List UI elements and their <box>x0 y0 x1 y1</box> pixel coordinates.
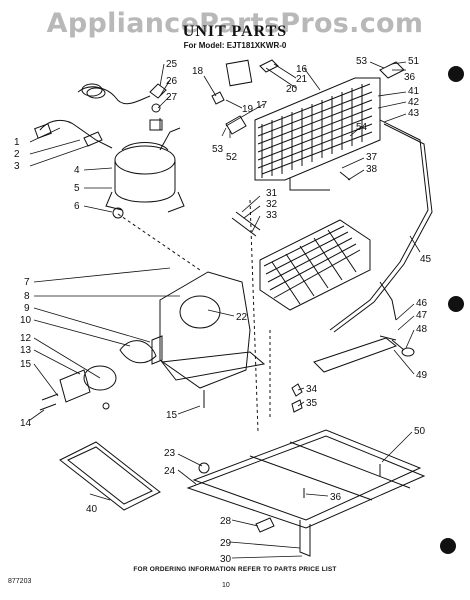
callout-45: 45 <box>420 254 432 265</box>
callout-17: 17 <box>256 100 268 111</box>
callout-48: 48 <box>416 324 428 335</box>
callout-52: 52 <box>226 152 238 163</box>
relay-drawing <box>149 83 167 130</box>
callout-3: 3 <box>14 161 20 172</box>
fan-motor-drawing <box>39 340 157 411</box>
callout-18: 18 <box>192 66 204 77</box>
callout-53-right: 53 <box>356 56 368 67</box>
callout-37: 37 <box>366 152 378 163</box>
callout-25: 25 <box>166 59 178 70</box>
callout-49: 49 <box>416 370 428 381</box>
callout-41: 41 <box>408 86 420 97</box>
tubing-drawing <box>329 119 433 333</box>
callout-9: 9 <box>24 303 30 314</box>
callout-54: 54 <box>356 122 368 133</box>
binder-hole-bottom <box>440 538 456 554</box>
callout-23: 23 <box>164 448 176 459</box>
drain-tube-drawing <box>313 335 415 373</box>
callout-13: 13 <box>20 345 32 356</box>
binder-hole-middle <box>448 296 464 312</box>
callout-30: 30 <box>220 554 232 565</box>
callout-1: 1 <box>14 137 20 148</box>
callout-16: 16 <box>296 64 308 75</box>
callout-21: 21 <box>296 74 308 85</box>
callout-50: 50 <box>414 426 426 437</box>
callout-47: 47 <box>416 310 428 321</box>
model-line: For Model: EJT181XKWR-0 <box>183 41 287 50</box>
callout-31: 31 <box>266 188 278 199</box>
callout-15-fan: 15 <box>20 359 32 370</box>
callout-46: 46 <box>416 298 428 309</box>
callout-33: 33 <box>266 210 278 221</box>
callout-32: 32 <box>266 199 278 210</box>
binder-hole-top <box>448 66 464 82</box>
page-number: 10 <box>222 582 230 589</box>
base-frame-drawing <box>186 383 426 557</box>
callout-35: 35 <box>306 398 318 409</box>
drain-pan-drawing <box>59 441 161 511</box>
callout-36-top: 36 <box>404 72 416 83</box>
assembly-lines <box>117 199 271 433</box>
callout-42: 42 <box>408 97 420 108</box>
callout-40: 40 <box>86 504 98 515</box>
compressor-drawing <box>105 119 185 219</box>
fan-shroud-drawing <box>151 271 266 408</box>
callout-27: 27 <box>166 92 178 103</box>
evaporator-coil-drawing <box>231 211 397 321</box>
callout-6: 6 <box>74 201 80 212</box>
callout-19: 19 <box>242 104 254 115</box>
callout-4: 4 <box>74 165 80 176</box>
callout-53-left: 53 <box>212 144 224 155</box>
callout-2: 2 <box>14 149 20 160</box>
callout-29: 29 <box>220 538 232 549</box>
condenser-coil-drawing <box>211 59 405 191</box>
callout-24: 24 <box>164 466 176 477</box>
callout-5: 5 <box>74 183 80 194</box>
watermark-text: AppliancePartsPros.com <box>46 8 424 39</box>
callout-12: 12 <box>20 333 32 344</box>
document-number: 877203 <box>8 578 32 585</box>
diagram-title: UNIT PARTS <box>182 23 288 40</box>
callout-10: 10 <box>20 315 32 326</box>
callout-14: 14 <box>20 418 32 429</box>
callout-34: 34 <box>306 384 318 395</box>
callout-22: 22 <box>236 312 248 323</box>
callout-8: 8 <box>24 291 30 302</box>
callout-leaders <box>29 61 421 559</box>
ordering-note: FOR ORDERING INFORMATION REFER TO PARTS … <box>133 566 337 573</box>
callout-26: 26 <box>166 76 178 87</box>
callout-36-base: 36 <box>330 492 342 503</box>
callout-7: 7 <box>24 277 30 288</box>
power-cord-drawing <box>34 83 151 149</box>
callout-43: 43 <box>408 108 420 119</box>
callout-15-shroud: 15 <box>166 410 178 421</box>
callout-20: 20 <box>286 84 298 95</box>
callout-38: 38 <box>366 164 378 175</box>
callout-51: 51 <box>408 56 420 67</box>
callout-28: 28 <box>220 516 232 527</box>
